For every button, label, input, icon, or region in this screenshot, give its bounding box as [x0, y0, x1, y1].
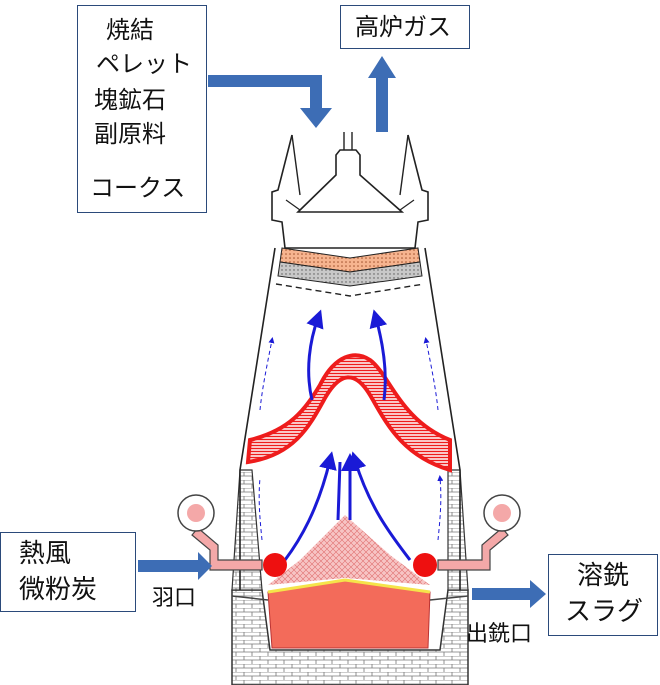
gas-flow-right-lower — [348, 451, 412, 561]
hot-metal-slag-box: 溶銑 スラグ — [548, 554, 658, 636]
hot-blast-box: 熱風 微粉炭 — [0, 532, 136, 612]
charge-arrow — [208, 75, 332, 128]
gas-flow-right-upper — [369, 309, 388, 401]
label-pulverized-coal: 微粉炭 — [19, 575, 98, 605]
cohesive-zone-upper — [245, 353, 452, 473]
label-sinter: 焼結 — [106, 16, 154, 44]
tuyere-pipe-right — [437, 527, 509, 571]
taphole-channel — [429, 595, 469, 601]
hot-blast-arrow — [138, 552, 212, 580]
label-slag: スラグ — [565, 597, 644, 627]
tuyere-pipe-left — [191, 527, 263, 571]
label-hot-metal: 溶銑 — [577, 561, 630, 591]
label-hot-blast: 熱風 — [19, 539, 72, 569]
raceway-right — [413, 553, 437, 577]
label-lump-ore: 塊鉱石 — [94, 86, 166, 114]
bosh-brick-left — [231, 469, 263, 591]
label-taphole: 出銑口 — [466, 622, 533, 647]
gas-flow-left-upper — [306, 309, 324, 401]
gas-flow-peripheral-right — [423, 337, 439, 411]
deadman-coke — [268, 515, 430, 585]
raceway-left — [263, 553, 287, 577]
label-coke: コークス — [90, 174, 186, 202]
slag-line — [267, 578, 431, 594]
hot-metal-pool — [267, 579, 431, 649]
charging-bell — [296, 149, 405, 213]
tap-arrow — [472, 580, 546, 608]
bosh-brick-right — [447, 469, 469, 591]
top-gas-box: 高炉ガス — [340, 5, 470, 49]
gas-flow-left-lower — [283, 451, 337, 561]
label-flux: 副原料 — [94, 120, 166, 148]
label-tuyere: 羽口 — [152, 586, 197, 611]
gas-out-arrow — [368, 56, 396, 132]
burden-layer-coke — [277, 261, 423, 287]
furnace-shaft-outline — [239, 247, 461, 590]
charge-materials-box: 焼結 ペレット 塊鉱石 副原料 コークス — [77, 5, 207, 213]
stockline — [275, 283, 425, 297]
label-top-gas: 高炉ガス — [355, 13, 451, 41]
gas-flow-peripheral-left — [259, 337, 275, 411]
label-pellet: ペレット — [96, 50, 192, 78]
